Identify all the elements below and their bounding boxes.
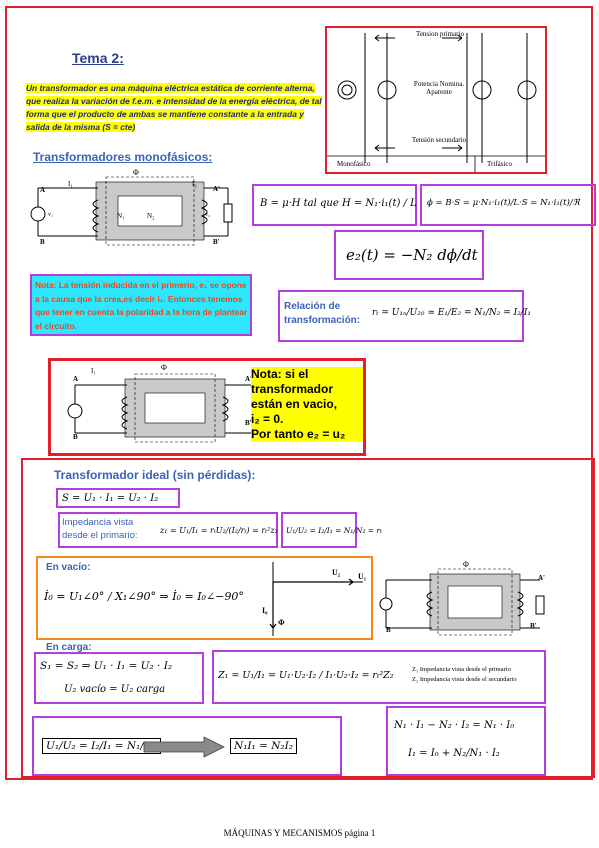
page-footer: MÁQUINAS Y MECANISMOS página 1 — [223, 828, 376, 838]
circuit2-label-i1: I₁ — [91, 367, 96, 375]
carga-label: En carga: — [46, 642, 92, 653]
circuit-label-i2: I₂ — [192, 180, 197, 188]
circuit3-label-b-prime: B' — [530, 622, 537, 630]
arrow-right-icon — [143, 736, 225, 758]
note-vacio: Nota: si el transformador están en vacio… — [251, 367, 363, 442]
circuit-label-a-prime: A' — [213, 185, 220, 193]
circuit3-label-phi: Φ — [463, 560, 469, 569]
vacio-formula: İ₀ = U₁∠0° / X₁∠90° ⇒ İ₀ = I₀∠−90° — [44, 590, 244, 603]
z1-box: Z₁ = U₁/I₁ = U₁·U₂·I₂ / I₁·U₂·I₂ = rₜ²Z₂… — [212, 650, 546, 704]
circuit2-label-b-prime: B' — [245, 419, 252, 427]
transformer-sketch — [327, 33, 545, 172]
bottom-eq-box: N₁ · I₁ − N₂ · I₂ = N₁ · I₀ I₁ = I₀ + N₂… — [386, 706, 546, 776]
relacion-label: Relación de transformación: — [284, 301, 361, 326]
bottom-eq-2: I₁ = I₀ + N₂/N₁ · I₂ — [408, 748, 500, 759]
vacio-note-box: A B A' B' Φ I₁ Nota: si el transformador… — [48, 358, 366, 456]
circuit-label-b: B — [40, 238, 45, 246]
formula-b: B = μ·H tal que H = N₁·i₁(t) / L — [260, 198, 417, 209]
circuit2-label-phi: Φ — [161, 363, 167, 372]
note-vacio-line-1: Nota: si el — [251, 367, 309, 381]
note-vacio-line-4: i₂ = 0. — [251, 412, 284, 426]
section-title-monofasicos: Transformadores monofásicos: — [33, 150, 213, 164]
circuit-label-b-prime: B' — [213, 238, 220, 246]
phasor-label-phi: Φ — [278, 618, 285, 627]
z1-formula: Z₁ = U₁/I₁ = U₁·U₂·I₂ / I₁·U₂·I₂ = rₜ²Z₂ — [218, 670, 394, 681]
page-frame — [5, 6, 593, 780]
transformer-circuit-diagram — [30, 176, 233, 246]
formula-box-b: B = μ·H tal que H = N₁·i₁(t) / L — [252, 184, 417, 226]
ideal-s-box: S = U₁ · I₁ = U₂ · I₂ — [56, 488, 180, 508]
circuit-label-n2: N₂ — [147, 212, 155, 220]
circuit-label-v1: v₁ — [48, 212, 54, 218]
intro-text: Un transformador es una máquina eléctric… — [26, 83, 322, 132]
carga-formula-2: U₂ vacío = U₂ carga — [64, 684, 166, 695]
relacion-box: Relación de transformación: rₜ = U₁ₙ/U₂₀… — [278, 290, 531, 342]
relacion-formula: rₜ = U₁ₙ/U₂₀ ≃ E₁/E₂ = N₁/N₂ = I₂/I₁ — [372, 308, 531, 318]
circuit-label-i1: I₁ — [68, 180, 73, 188]
note-vacio-line-3: están en vacio, — [251, 397, 338, 411]
ideal-section-frame — [21, 458, 595, 778]
phasor-label-i0: I₀ — [262, 606, 268, 615]
page-title: Tema 2: — [72, 50, 124, 66]
bottom-ratio-box: U₁/U₂ = I₂/I₁ = N₁/N₂ N₁I₁ = N₂I₂ — [32, 716, 342, 776]
circuit-label-n1: N₁ — [117, 212, 125, 220]
phasor-label-u1: U₁ — [358, 572, 367, 581]
note-polaridad: Nota: La tensión inducida en el primerio… — [35, 280, 248, 331]
circuit3-label-a-prime: A' — [538, 574, 545, 582]
circuit-label-phi: Φ — [133, 168, 139, 177]
circuit3-label-b: B — [386, 626, 391, 634]
label-monofasico: Monofásico — [337, 160, 371, 168]
phasor-diagram — [269, 562, 363, 636]
ratio-box: U₁/U₂ = I₂/I₁ = N₁/N₂ = rₜ — [281, 512, 382, 548]
impedancia-formula: z₁ = U₁/I₁ = rₜU₂/(I₂/rₜ) = rₜ²z₂ — [160, 526, 278, 535]
transformer-circuit-diagram-2 — [67, 373, 255, 443]
carga-box: S₁ = S₂ ⇒ U₁ · I₁ = U₂ · I₂ U₂ vacío = U… — [34, 652, 204, 704]
label-potencia: Potencia Nomina. Aparente — [413, 80, 465, 96]
circuit2-label-a: A — [73, 375, 79, 383]
vacio-box: En vacío: İ₀ = U₁∠0° / X₁∠90° ⇒ İ₀ = I₀∠… — [36, 556, 373, 640]
transformer-circuit-diagram-3 — [379, 568, 545, 636]
z2-note: Z₂ Impedancia vista desde el secundario — [412, 676, 517, 683]
z1-note: Z₁ Impedancia vista desde el primario — [412, 666, 511, 673]
impedancia-box: Impedancia vista desde el primario: z₁ =… — [58, 512, 278, 548]
label-tension-secundario: Tensión secundario — [411, 136, 467, 144]
formula-phi: ϕ = B·S = μ·N₁·i₁(t)/L·S = N₁·i₁(t)/ℜ — [427, 198, 580, 208]
formula-box-e2: e₂(t) = −N₂ dϕ/dt — [334, 230, 484, 280]
note-polaridad-box: Nota: La tensión inducida en el primerio… — [30, 274, 252, 336]
vacio-label: En vacío: — [46, 562, 91, 573]
carga-formula-1: S₁ = S₂ ⇒ U₁ · I₁ = U₂ · I₂ — [40, 660, 173, 672]
ideal-s-formula: S = U₁ · I₁ = U₂ · I₂ — [62, 493, 159, 504]
note-vacio-line-5: Por tanto e₂ = u₂ — [251, 427, 346, 441]
formula-e2: e₂(t) = −N₂ dϕ/dt — [346, 246, 478, 264]
circuit2-label-b: B — [73, 433, 78, 441]
monofasico-trifasico-diagram: Tension primario Potencia Nomina. Aparen… — [325, 26, 547, 174]
label-tension-primario: Tension primario — [416, 30, 464, 38]
circuit2-label-a-prime: A' — [245, 375, 252, 383]
circuit-label-a: A — [40, 186, 46, 194]
circuit-label-v2: v₂ — [205, 212, 211, 218]
impedancia-label: Impedancia vista desde el primario: — [62, 517, 138, 541]
phasor-label-u2: U₂ — [332, 568, 341, 577]
ratio-formula: U₁/U₂ = I₂/I₁ = N₁/N₂ = rₜ — [286, 526, 382, 535]
label-trifasico: Trifásico — [487, 160, 513, 168]
bottom-result: N₁I₁ = N₂I₂ — [230, 738, 297, 754]
note-vacio-line-2: transformador — [251, 382, 334, 396]
bottom-eq-1: N₁ · I₁ − N₂ · I₂ = N₁ · I₀ — [394, 720, 515, 731]
section-title-ideal: Transformador ideal (sin pérdidas): — [54, 468, 256, 482]
intro-paragraph: Un transformador es una máquina eléctric… — [26, 82, 326, 134]
formula-box-phi: ϕ = B·S = μ·N₁·i₁(t)/L·S = N₁·i₁(t)/ℜ — [420, 184, 596, 226]
